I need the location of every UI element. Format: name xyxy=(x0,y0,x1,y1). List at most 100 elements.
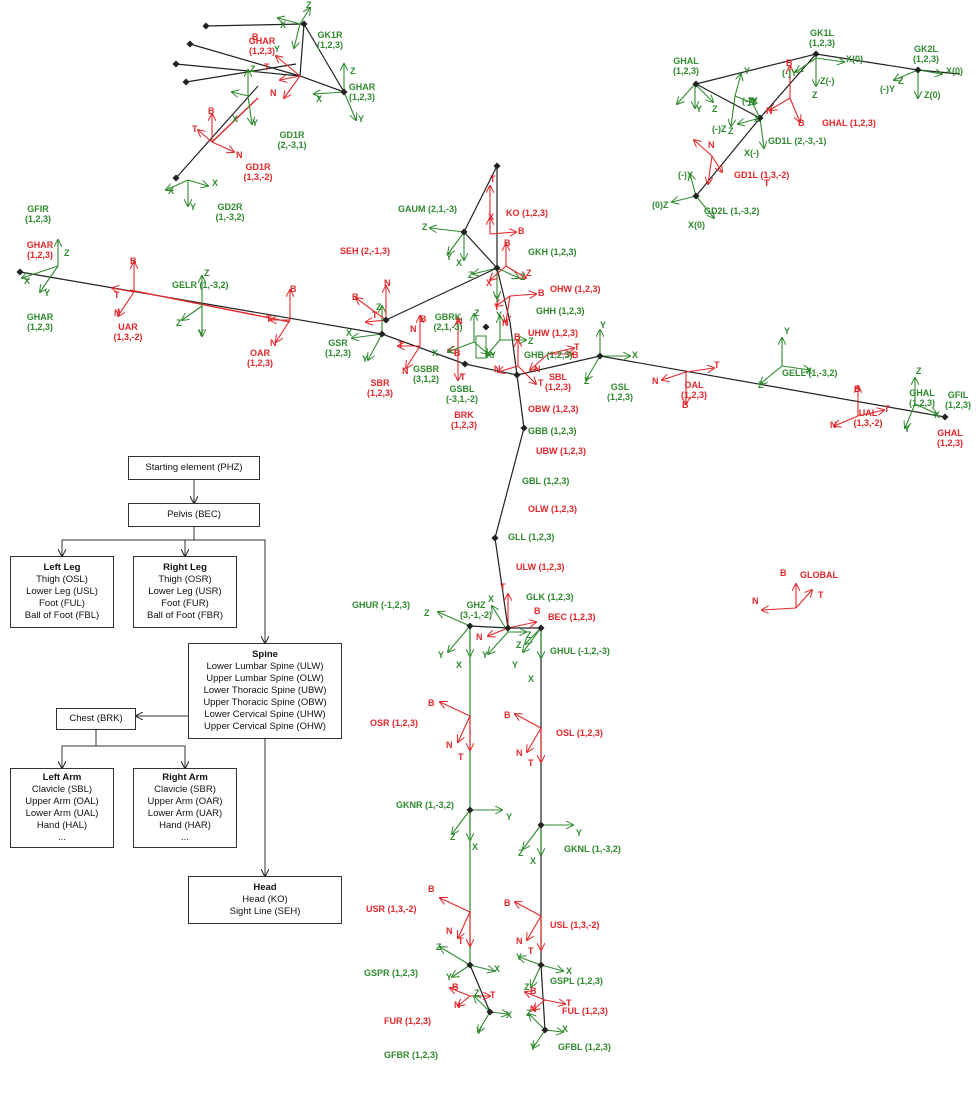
coordinate-frame xyxy=(515,902,541,950)
coordinate-frame xyxy=(440,947,494,977)
axis-label: T xyxy=(528,946,534,956)
bone-segment xyxy=(695,52,818,119)
joint-marker xyxy=(692,192,700,200)
axis-label: X xyxy=(562,1024,568,1034)
axis-label: X xyxy=(494,964,500,974)
right-arm-item: Upper Arm (OAR) xyxy=(147,796,223,807)
axis-label: B xyxy=(352,292,359,302)
axis-label: Z xyxy=(422,222,428,232)
gk1r-label: GK1R(1,2,3) xyxy=(317,30,343,50)
axis-label: Y xyxy=(44,288,50,298)
coordinate-frame xyxy=(490,186,516,234)
right-arm-box: Right Arm Clavicle (SBR) Upper Arm (OAR)… xyxy=(133,768,237,848)
axis-label: B xyxy=(504,710,511,720)
axis-label: N xyxy=(494,364,501,374)
bone-segment xyxy=(494,374,525,629)
left-arm-box: Left Arm Clavicle (SBL) Upper Arm (OAL) … xyxy=(10,768,114,848)
axis-label: B xyxy=(854,384,861,394)
axis-label: X xyxy=(488,212,494,222)
joint-marker xyxy=(300,20,308,28)
gbl-label: GBL (1,2,3) xyxy=(522,476,569,486)
uar-label: UAR(1,3,-2) xyxy=(113,322,142,342)
axis-label: B xyxy=(518,226,525,236)
axis-label: Z xyxy=(450,832,456,842)
axis-label: Z xyxy=(474,308,480,318)
ful-label: FUL (1,2,3) xyxy=(562,1006,608,1016)
joint-marker xyxy=(16,268,24,276)
gelr-label: GELR (1,-3,2) xyxy=(172,280,229,290)
right-leg-item: Ball of Foot (FBR) xyxy=(146,610,224,621)
gaum-label: GAUM (2,1,-3) xyxy=(398,204,457,214)
coordinate-frame xyxy=(586,330,630,380)
oal-label: OAL(1,2,3) xyxy=(681,380,707,400)
bone-segment-red xyxy=(129,289,291,323)
right-leg-title: Right Leg xyxy=(163,562,207,573)
coordinate-frame xyxy=(22,240,58,292)
ghul-label: GHUL (-1,2,-3) xyxy=(550,646,610,656)
axis-label: T xyxy=(398,340,404,350)
axis-label: B xyxy=(452,982,459,992)
joint-marker xyxy=(466,806,474,814)
axis-label: B xyxy=(454,348,461,358)
axis-label: Y xyxy=(506,812,512,822)
axis-label: B xyxy=(428,884,435,894)
coordinate-frame xyxy=(430,228,464,260)
coordinate-frame xyxy=(496,294,536,322)
coordinate-frame xyxy=(398,316,420,368)
ghal-label: GHAL (1,2,3) xyxy=(822,118,876,128)
flowchart-arrow xyxy=(194,539,265,643)
axis-label: N xyxy=(402,366,409,376)
axis-label: X xyxy=(566,966,572,976)
coordinate-frame xyxy=(894,70,942,98)
ghal-label: GHAL(1,2,3) xyxy=(909,388,935,408)
axis-label: X xyxy=(168,186,174,196)
coordinate-frame xyxy=(760,338,810,384)
joint-marker xyxy=(186,40,194,48)
joint-marker xyxy=(537,821,545,829)
axis-label: N xyxy=(384,278,391,288)
coordinate-frame xyxy=(278,8,310,48)
axis-label: N xyxy=(270,88,277,98)
ghal-label: GHAL(1,2,3) xyxy=(673,56,699,76)
ghar-label: GHAR(1,2,3) xyxy=(27,312,54,332)
axis-label: N xyxy=(456,316,463,326)
coordinate-frames xyxy=(22,8,942,1048)
axis-label: Z xyxy=(526,1008,532,1018)
pelvis-box: Pelvis (BEC) xyxy=(128,503,260,527)
coordinate-frame xyxy=(738,98,764,148)
axis-label: X xyxy=(472,842,478,852)
axis-label: Y xyxy=(784,326,790,336)
axis-label: Z xyxy=(474,988,480,998)
coordinate-frame xyxy=(438,612,470,656)
coordinate-frame xyxy=(166,179,208,206)
joint-marker xyxy=(493,162,501,170)
joint-markers xyxy=(16,20,949,1034)
axis-label: B xyxy=(538,288,545,298)
axis-label: X xyxy=(432,348,438,358)
coordinate-frame xyxy=(530,348,574,370)
gk2l-label: GK2L(1,2,3) xyxy=(913,44,939,64)
left-arm-title: Left Arm xyxy=(42,772,82,783)
axis-label: X xyxy=(456,258,462,268)
axis-label: X xyxy=(632,350,638,360)
axis-label: X xyxy=(754,114,760,124)
start-element-label: Starting element (PHZ) xyxy=(145,462,243,473)
right-arm-item: ... xyxy=(181,832,189,843)
gell-label: GELL (1,-3,2) xyxy=(782,368,837,378)
bone-segment xyxy=(463,231,498,269)
axis-label: T xyxy=(764,178,770,188)
axis-label: N xyxy=(270,338,277,348)
left-leg-box: Left Leg Thigh (OSL) Lower Leg (USL) Foo… xyxy=(10,556,114,628)
axis-label: X xyxy=(212,178,218,188)
joint-marker xyxy=(172,60,180,68)
axis-label: Z xyxy=(758,380,764,390)
left-leg-item: Ball of Foot (FBL) xyxy=(24,610,100,621)
start-element-box: Starting element (PHZ) xyxy=(128,456,260,480)
right-leg-item: Thigh (OSR) xyxy=(158,574,212,585)
joint-marker xyxy=(504,624,512,632)
axis-label: Z xyxy=(350,66,356,76)
coordinate-frame xyxy=(694,140,722,184)
head-title: Head xyxy=(253,882,277,893)
gd2l-label: GD2L (1,-3,2) xyxy=(704,206,759,216)
gknl-label: GKNL (1,-3,2) xyxy=(564,844,621,854)
